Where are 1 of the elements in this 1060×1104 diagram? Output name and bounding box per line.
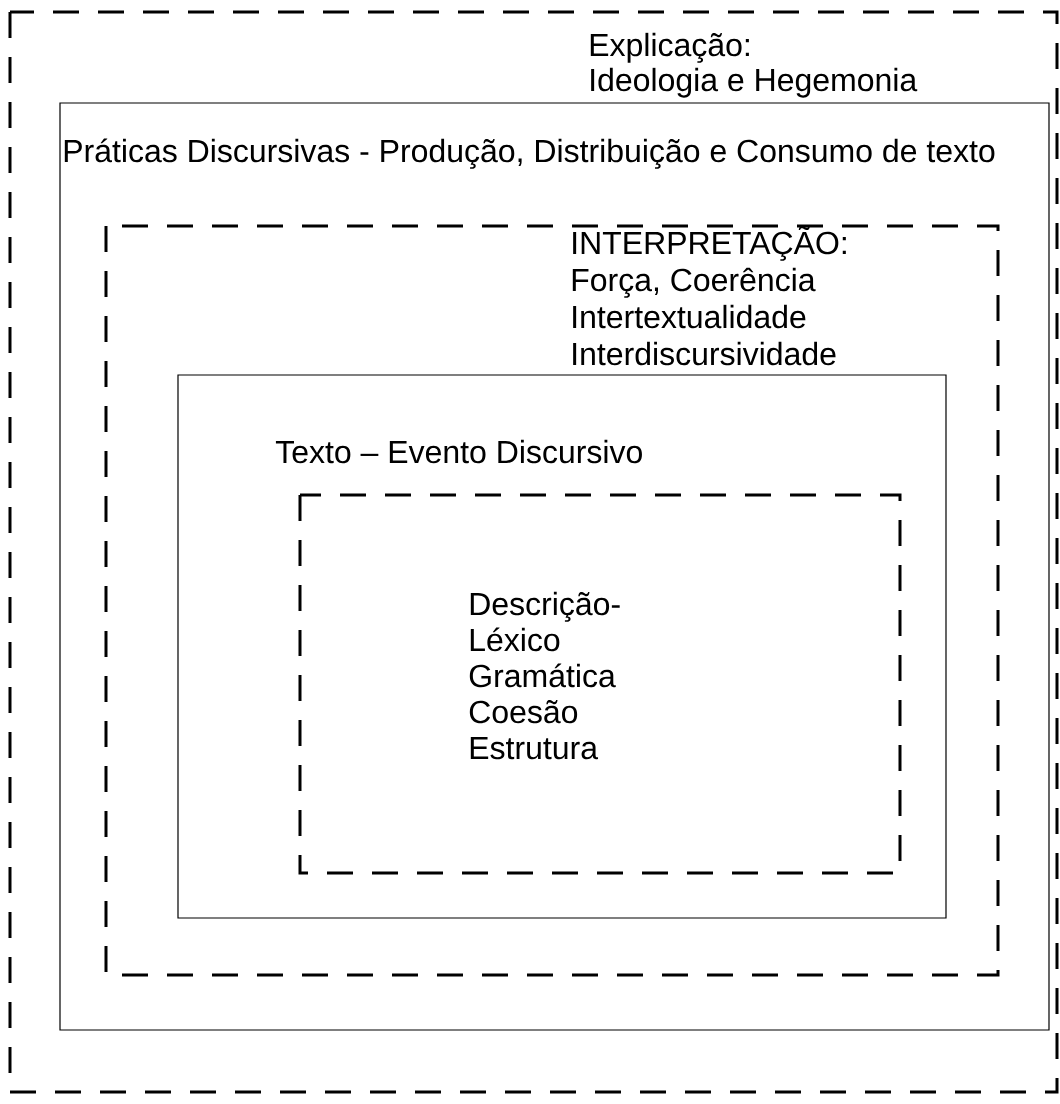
dashed-box: Descrição- Léxico Gramática Coesão Estrutura (298, 493, 902, 875)
